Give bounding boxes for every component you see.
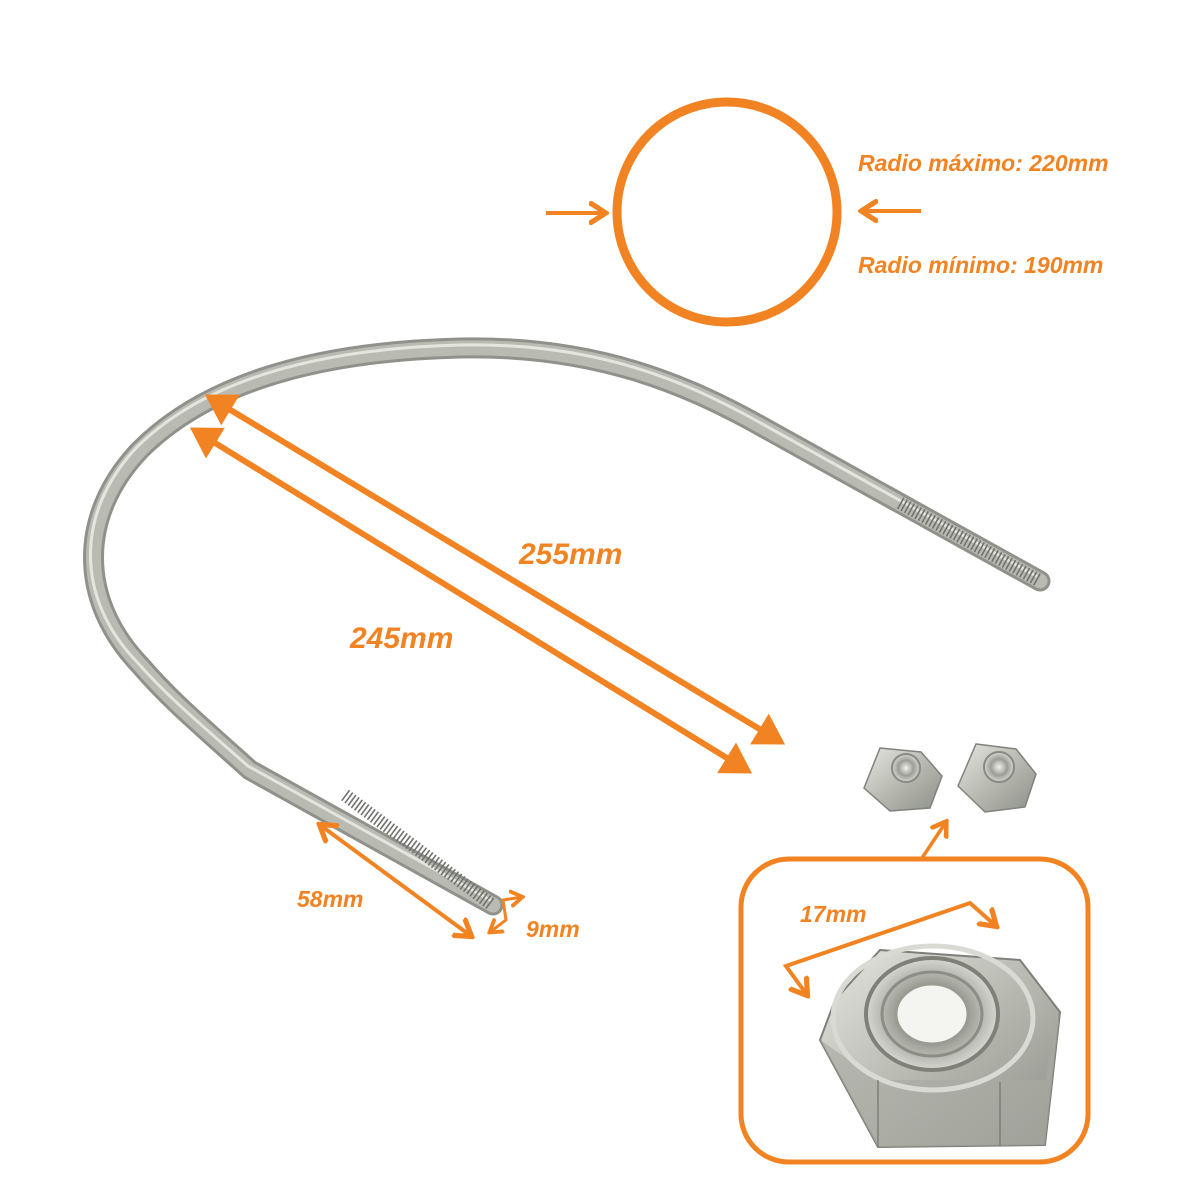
small-nut-2 xyxy=(957,743,1037,813)
radio-max-label: Radio máximo: 220mm xyxy=(858,150,1109,176)
large-nut-thread-2 xyxy=(894,982,970,1046)
small-nut-1-hole xyxy=(891,753,921,783)
small-nut-2-hole xyxy=(983,751,1015,783)
u-bolt-highlight xyxy=(89,343,1038,902)
rod-diameter-label: 9mm xyxy=(526,916,580,942)
length-arrow-245 xyxy=(189,427,753,774)
u-bolt xyxy=(83,337,1051,916)
u-bolt-rod xyxy=(86,340,1048,913)
length-label-255: 255mm xyxy=(518,538,622,571)
length-dimensions: 255mm 245mm 58mm 9mm xyxy=(189,394,786,942)
pipe-diagram: Radio máximo: 220mm Radio mínimo: 190mm xyxy=(546,97,1109,327)
nut-zoom-box: 17mm xyxy=(738,856,1091,1165)
nut-width-arrow xyxy=(782,900,996,995)
zoom-pointer-arrow xyxy=(920,822,946,859)
pipe-circle xyxy=(612,97,842,327)
thread-length-arrow xyxy=(320,825,471,936)
rod-diameter-arrow xyxy=(490,897,522,932)
length-arrow-255 xyxy=(204,394,786,745)
nut-width-label: 17mm xyxy=(800,901,866,927)
thread-length-label: 58mm xyxy=(297,886,363,912)
radio-min-label: Radio mínimo: 190mm xyxy=(858,252,1103,278)
small-nut-1 xyxy=(863,747,943,812)
u-bolt-rod-shadow xyxy=(83,337,1051,916)
nut-pair xyxy=(863,743,1037,813)
length-label-245: 245mm xyxy=(349,622,453,655)
